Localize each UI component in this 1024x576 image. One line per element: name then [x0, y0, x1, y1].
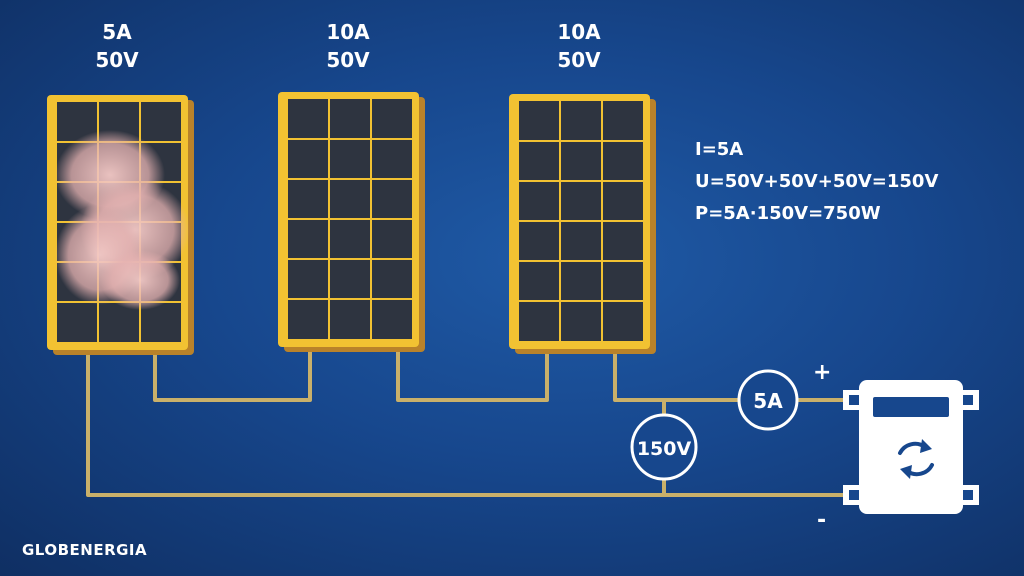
panel-1-voltage: 50V [95, 48, 139, 72]
inverter [843, 380, 979, 514]
voltmeter: 150V [630, 413, 698, 481]
panel-3-label: 10A 50V [539, 18, 619, 74]
wire-panel1-panel2 [153, 352, 312, 402]
solar-panel-2 [278, 92, 425, 352]
solar-panel-1 [47, 95, 194, 355]
wire-negative [86, 352, 845, 497]
cloud-shadow [55, 130, 190, 310]
panel-1-current: 5A [102, 20, 132, 44]
voltmeter-value: 150V [637, 438, 692, 460]
panel-3-voltage: 50V [557, 48, 601, 72]
ammeter-value: 5A [753, 389, 783, 413]
wire-positive [613, 352, 845, 402]
brand-logo: GLOBENERGIA [22, 541, 148, 559]
positive-sign: + [813, 360, 832, 385]
wire-panel2-panel3 [396, 352, 549, 402]
panel-1-label: 5A 50V [77, 18, 157, 74]
ammeter: 5A [737, 369, 799, 431]
panel-2-current: 10A [326, 20, 370, 44]
formula-current: I=5A [695, 139, 744, 160]
panel-3-current: 10A [557, 20, 601, 44]
formula-power: P=5A·150V=750W [695, 203, 881, 224]
formula-voltage: U=50V+50V+50V=150V [695, 171, 939, 192]
solar-panel-3 [509, 94, 656, 354]
panel-2-label: 10A 50V [308, 18, 388, 74]
panel-2-voltage: 50V [326, 48, 370, 72]
negative-sign: - [817, 508, 827, 533]
refresh-icon [898, 439, 934, 479]
wires [86, 352, 845, 497]
